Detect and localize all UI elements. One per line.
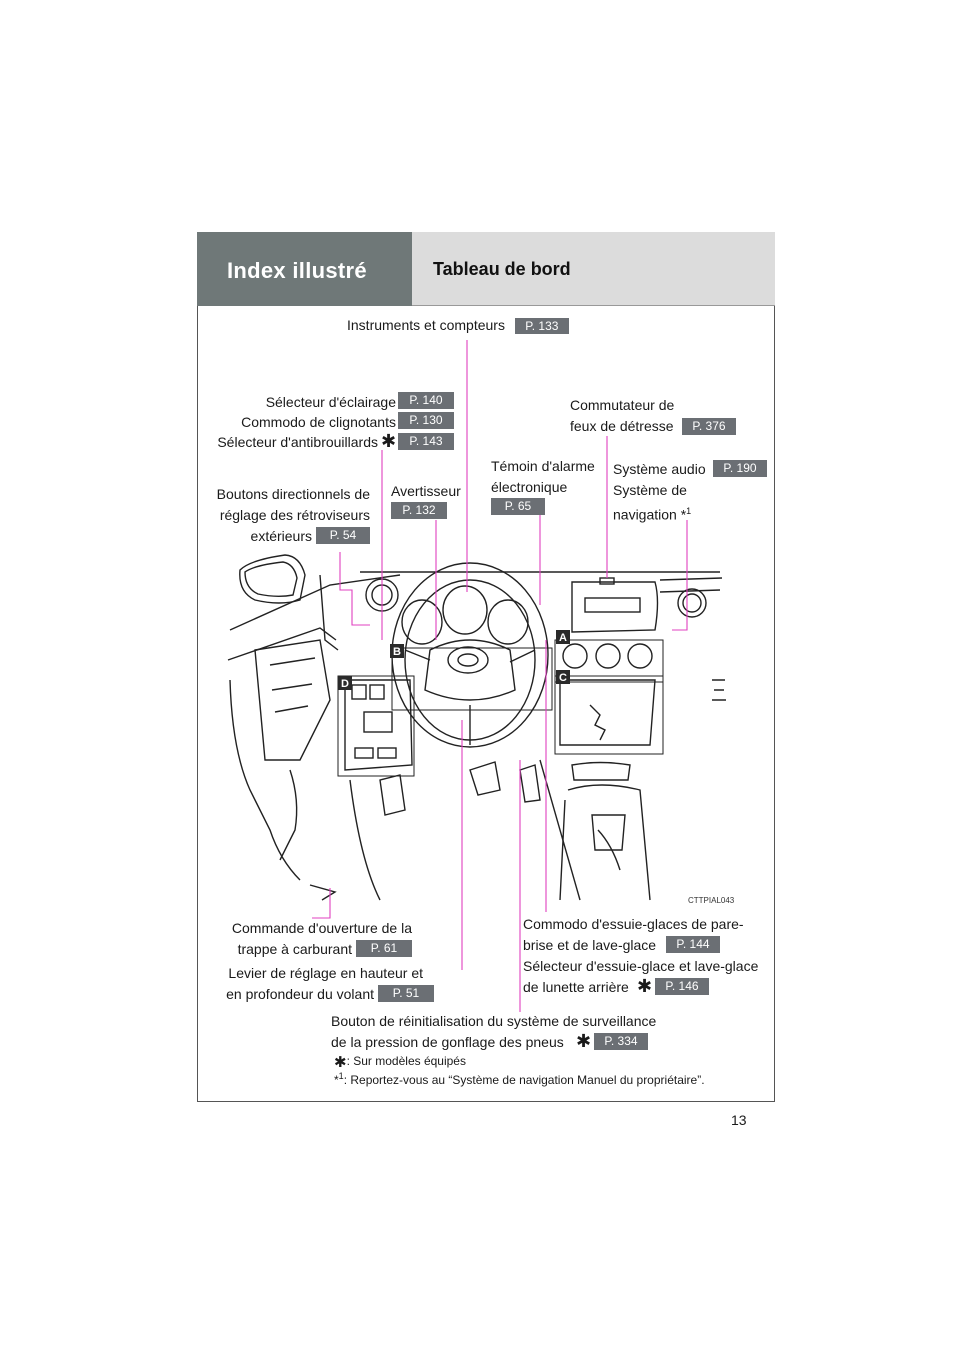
label-audio-1: Système audio bbox=[613, 461, 706, 477]
label-essuie-3: Sélecteur d'essuie-glace et lave-glace bbox=[523, 958, 759, 974]
page-ref-130[interactable]: P. 130 bbox=[398, 412, 454, 429]
section-title: Index illustré bbox=[227, 258, 367, 283]
label-detresse-2: feux de détresse bbox=[570, 418, 674, 434]
page-ref-334[interactable]: P. 334 bbox=[594, 1033, 648, 1050]
asterisk-icon: ✱ bbox=[576, 1031, 592, 1051]
footnote-1: *1: Reportez-vous au “Système de navigat… bbox=[334, 1071, 705, 1087]
label-instruments: Instruments et compteurs P. 133 bbox=[347, 315, 569, 335]
callout-b: B bbox=[393, 646, 401, 658]
page-title: Tableau de bord bbox=[433, 259, 571, 279]
label-retroviseurs-3: extérieurs bbox=[250, 528, 312, 544]
label-volant-1: Levier de réglage en hauteur et bbox=[228, 965, 423, 981]
page-ref-376[interactable]: P. 376 bbox=[682, 418, 736, 435]
label-essuie-4: de lunette arrière bbox=[523, 979, 629, 995]
label-volant-2: en profondeur du volant bbox=[226, 986, 374, 1002]
label-audio-3: navigation *1 bbox=[613, 506, 692, 523]
callout-d: D bbox=[341, 678, 349, 690]
label-pneus-1: Bouton de réinitialisation du système de… bbox=[331, 1013, 657, 1029]
page-ref-190[interactable]: P. 190 bbox=[713, 460, 767, 477]
page-ref-51[interactable]: P. 51 bbox=[378, 985, 434, 1002]
label-retroviseurs-1: Boutons directionnels de bbox=[216, 486, 370, 502]
label-antibrouillards: Sélecteur d'antibrouillards bbox=[217, 434, 378, 450]
callout-c: C bbox=[559, 672, 567, 684]
label-alarme-1: Témoin d'alarme bbox=[491, 458, 595, 474]
asterisk-icon: ✱ bbox=[381, 431, 397, 451]
page-ref-133[interactable]: P. 133 bbox=[514, 318, 569, 335]
page-ref-65[interactable]: P. 65 bbox=[491, 498, 545, 515]
page-ref-54[interactable]: P. 54 bbox=[316, 527, 370, 544]
page-ref-140[interactable]: P. 140 bbox=[398, 392, 454, 409]
label-essuie-1: Commodo d'essuie-glaces de pare- bbox=[523, 916, 744, 932]
image-code: CTTPIAL043 bbox=[688, 896, 735, 905]
page-ref-144[interactable]: P. 144 bbox=[666, 936, 720, 953]
label-detresse-1: Commutateur de bbox=[570, 397, 675, 413]
label-clignotants: Commodo de clignotants bbox=[241, 414, 396, 430]
label-eclairage: Sélecteur d'éclairage bbox=[265, 394, 396, 410]
page-header: Tableau de bord bbox=[412, 232, 775, 306]
footnote-star: ✱: Sur modèles équipés bbox=[334, 1054, 466, 1071]
section-header: Index illustré bbox=[197, 232, 412, 306]
page-ref-132[interactable]: P. 132 bbox=[391, 502, 447, 519]
label-retroviseurs-2: réglage des rétroviseurs bbox=[219, 507, 370, 523]
page-frame bbox=[197, 232, 775, 1102]
asterisk-icon: ✱ bbox=[637, 976, 653, 996]
page-ref-143[interactable]: P. 143 bbox=[398, 433, 454, 450]
page-number: 13 bbox=[731, 1112, 747, 1128]
label-alarme-2: électronique bbox=[491, 479, 568, 495]
label-audio-2: Système de bbox=[613, 482, 687, 498]
label-avertisseur: Avertisseur bbox=[391, 483, 461, 499]
label-carburant-2: trappe à carburant bbox=[237, 941, 352, 957]
callout-a: A bbox=[559, 632, 567, 644]
label-essuie-2: brise et de lave-glace bbox=[523, 937, 657, 953]
label-pneus-2: de la pression de gonflage des pneus bbox=[331, 1034, 564, 1050]
label-carburant-1: Commande d'ouverture de la bbox=[231, 920, 412, 936]
page-ref-61[interactable]: P. 61 bbox=[356, 940, 412, 957]
page-ref-146[interactable]: P. 146 bbox=[655, 978, 709, 995]
